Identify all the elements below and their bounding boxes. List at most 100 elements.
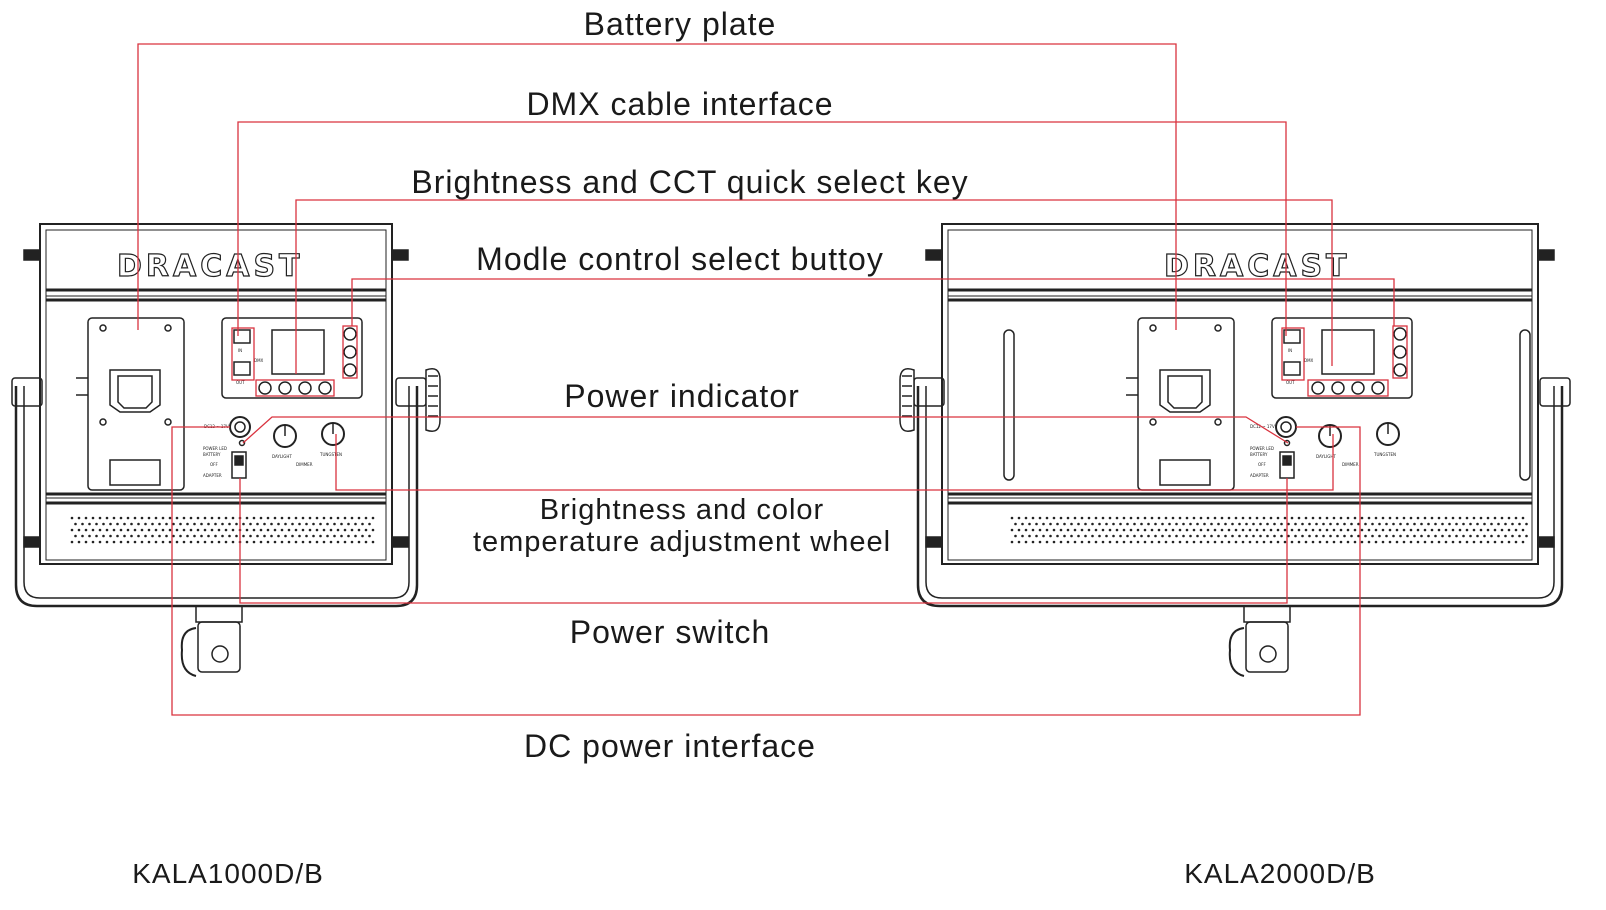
speaker-hole <box>1364 534 1367 538</box>
speaker-hole <box>270 522 273 526</box>
battery-label: BATTERY <box>203 452 221 457</box>
speaker-hole <box>1248 516 1252 520</box>
speaker-hole <box>1150 540 1154 544</box>
speaker-hole <box>1332 540 1336 544</box>
speaker-hole <box>1416 528 1420 532</box>
speaker-hole <box>1409 540 1413 544</box>
speaker-hole <box>77 540 81 544</box>
speaker-hole <box>224 516 228 520</box>
speaker-hole <box>1402 540 1406 544</box>
speaker-hole <box>1196 534 1199 538</box>
speaker-hole <box>1353 516 1357 520</box>
speaker-hole <box>1010 528 1014 532</box>
speaker-hole <box>1395 540 1399 544</box>
daylight-label: DAYLIGHT <box>272 454 292 459</box>
speaker-hole <box>291 534 294 538</box>
speaker-hole <box>1385 522 1388 526</box>
speaker-hole <box>1276 540 1280 544</box>
speaker-hole <box>1217 534 1220 538</box>
speaker-hole <box>1381 528 1385 532</box>
speaker-hole <box>1451 516 1455 520</box>
speaker-hole <box>1203 534 1206 538</box>
speaker-hole <box>354 522 357 526</box>
speaker-hole <box>1224 534 1227 538</box>
speaker-hole <box>196 528 200 532</box>
speaker-hole <box>1248 540 1252 544</box>
speaker-hole <box>1199 540 1203 544</box>
speaker-hole <box>1217 522 1220 526</box>
speaker-hole <box>294 540 298 544</box>
dimmer-label: DIMMER <box>1342 462 1359 467</box>
speaker-hole <box>1343 534 1346 538</box>
speaker-hole <box>1325 528 1329 532</box>
speaker-hole <box>270 534 273 538</box>
speaker-hole <box>1262 540 1266 544</box>
speaker-hole <box>1105 522 1108 526</box>
speaker-hole <box>357 528 361 532</box>
leader-dc-interface <box>171 426 1361 716</box>
speaker-hole <box>133 540 137 544</box>
speaker-hole <box>1308 534 1311 538</box>
speaker-hole <box>1133 534 1136 538</box>
speaker-hole <box>1206 540 1210 544</box>
speaker-hole <box>1346 516 1350 520</box>
speaker-hole <box>1360 516 1364 520</box>
speaker-hole <box>126 516 130 520</box>
speaker-hole <box>1420 522 1423 526</box>
dmx-in-label: IN <box>238 348 242 353</box>
speaker-hole <box>340 534 343 538</box>
speaker-hole <box>1252 522 1255 526</box>
speaker-hole <box>1175 534 1178 538</box>
speaker-hole <box>259 540 263 544</box>
off-label: OFF <box>210 462 218 467</box>
speaker-hole <box>319 522 322 526</box>
speaker-hole <box>1381 540 1385 544</box>
speaker-hole <box>1269 516 1273 520</box>
speaker-hole <box>1115 540 1119 544</box>
speaker-hole <box>266 540 270 544</box>
speaker-hole <box>186 534 189 538</box>
speaker-hole <box>1087 540 1091 544</box>
speaker-hole <box>168 528 172 532</box>
speaker-hole <box>364 540 368 544</box>
speaker-hole <box>1147 534 1150 538</box>
speaker-hole <box>1273 534 1276 538</box>
speaker-hole <box>172 522 175 526</box>
speaker-hole <box>329 528 333 532</box>
speaker-hole <box>1164 516 1168 520</box>
speaker-hole <box>1283 540 1287 544</box>
speaker-hole <box>1066 528 1070 532</box>
speaker-hole <box>350 516 354 520</box>
speaker-hole <box>1021 522 1024 526</box>
speaker-hole <box>228 522 231 526</box>
speaker-hole <box>1031 528 1035 532</box>
speaker-hole <box>116 522 119 526</box>
power-led-label: POWER LED <box>203 446 227 451</box>
label-dmx-interface: DMX cable interface <box>526 86 834 122</box>
speaker-hole <box>158 534 161 538</box>
speaker-hole <box>105 516 109 520</box>
speaker-hole <box>1420 534 1423 538</box>
speaker-hole <box>112 540 116 544</box>
speaker-hole <box>301 528 305 532</box>
label-battery-plate: Battery plate <box>583 6 777 42</box>
speaker-hole <box>231 540 235 544</box>
speaker-hole <box>256 522 259 526</box>
speaker-hole <box>147 528 151 532</box>
speaker-hole <box>217 516 221 520</box>
speaker-hole <box>179 522 182 526</box>
speaker-hole <box>1479 516 1483 520</box>
label-power-indicator: Power indicator <box>564 378 800 414</box>
speaker-hole <box>210 516 214 520</box>
speaker-hole <box>1497 534 1500 538</box>
speaker-hole <box>1126 534 1129 538</box>
speaker-hole <box>1234 528 1238 532</box>
speaker-hole <box>326 522 329 526</box>
speaker-hole <box>1493 528 1497 532</box>
speaker-hole <box>1297 540 1301 544</box>
speaker-hole <box>1238 522 1241 526</box>
speaker-hole <box>1343 522 1346 526</box>
speaker-hole <box>1227 528 1231 532</box>
speaker-hole <box>207 534 210 538</box>
speaker-hole <box>161 540 165 544</box>
